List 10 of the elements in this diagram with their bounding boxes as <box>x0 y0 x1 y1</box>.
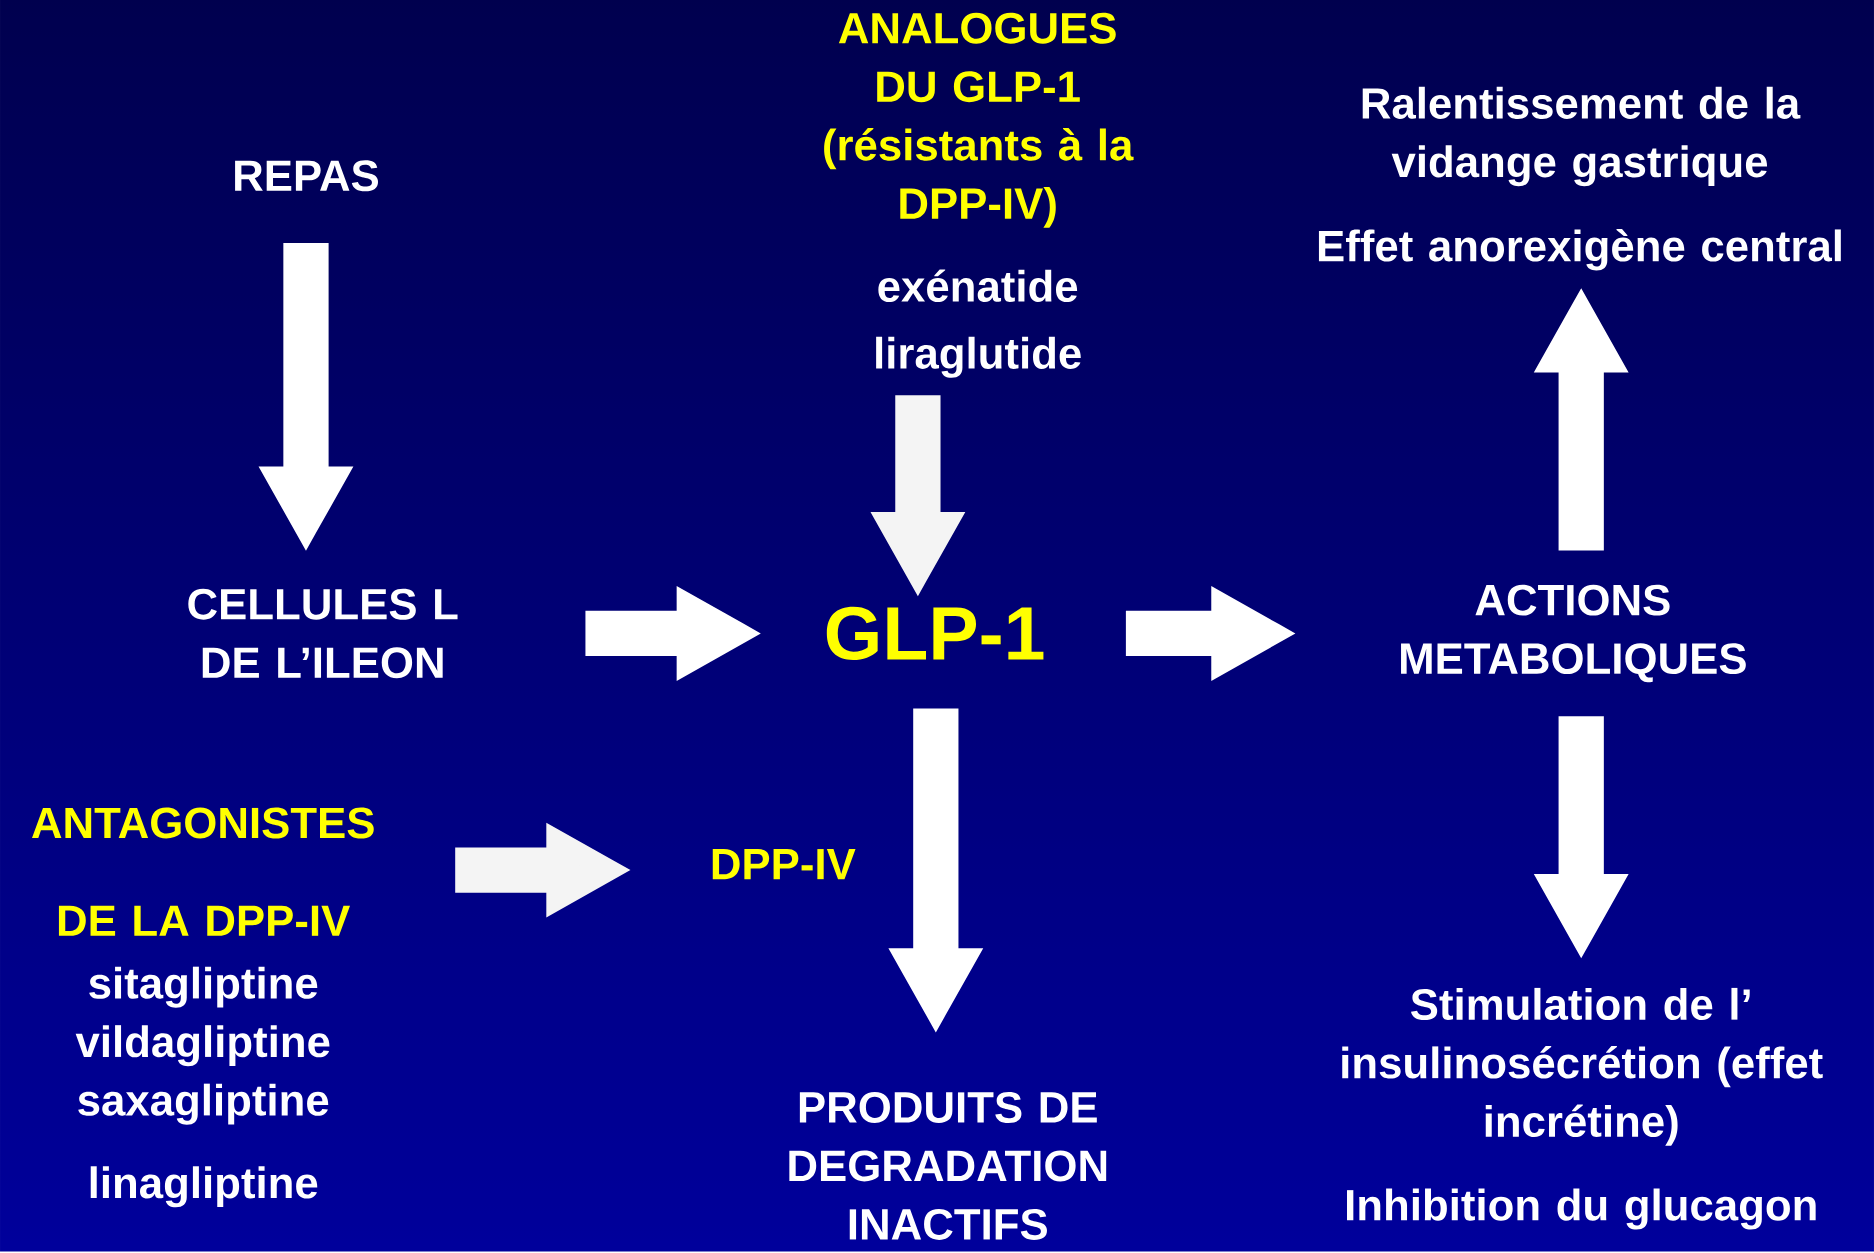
text-label: REPAS <box>235 160 378 192</box>
text-label: ANALOGUES DU GLP-1 (résistants à la DPP-IV) exénatide liraglutide <box>824 12 1134 378</box>
text-label: GLP-1 <box>826 607 1044 661</box>
text-label: ANTAGONISTES DE LA DPP-IV sitagliptine vildagliptine saxagliptine linagliptine <box>32 807 374 1208</box>
text-label: Ralentissement de la vidange gastrique Effet anorexigène central <box>1318 87 1841 271</box>
text-label: Stimulation de l’ insulinosécrétion (effet incrétine) Inhibition du glucagon <box>1342 988 1823 1230</box>
text-label: PRODUITS DE DEGRADATION INACTIFS <box>789 1092 1107 1241</box>
text-label: CELLULES L DE L’ILEON <box>188 588 458 679</box>
text-label: ACTIONS METABOLIQUES <box>1401 584 1746 683</box>
text-label: DPP-IV <box>712 849 856 880</box>
